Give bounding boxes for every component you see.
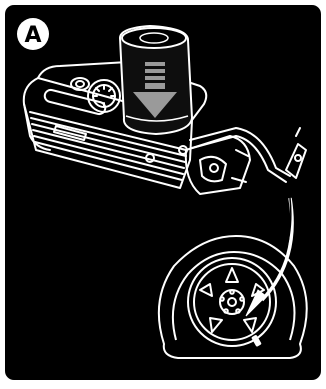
- step-badge-label: A: [24, 23, 41, 48]
- step-badge: A: [17, 18, 49, 50]
